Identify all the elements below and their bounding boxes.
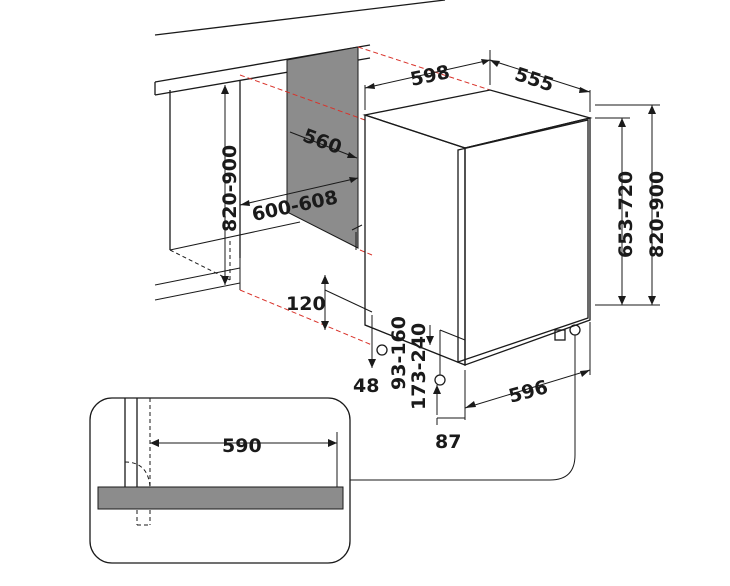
- label-plinth-range-b: 173-240: [408, 323, 430, 410]
- detail-inset: 590: [89, 397, 351, 564]
- label-plinth-range-a: 93-160: [388, 316, 410, 390]
- label-niche-depth: 555: [512, 63, 557, 96]
- label-height-right-outer: 820-900: [646, 171, 668, 258]
- front-foot-left: [376, 344, 388, 356]
- niche-back-panel: [286, 46, 359, 249]
- label-door-offset: 87: [435, 431, 461, 453]
- kitchen-cabinet-outline: [154, 0, 446, 301]
- label-niche-height-left: 820-900: [219, 145, 241, 232]
- label-appliance-width: 596: [506, 376, 550, 408]
- detail-panel: [97, 486, 344, 510]
- label-plinth-height: 120: [286, 293, 326, 315]
- arrow-heads: [150, 59, 656, 447]
- label-foot-offset: 48: [353, 375, 379, 397]
- front-foot-right: [434, 374, 446, 386]
- label-detail-width: 590: [222, 435, 262, 457]
- rear-foot: [569, 324, 581, 336]
- red-guide-lines: [239, 46, 491, 346]
- dishwasher-body: [362, 89, 593, 386]
- label-height-right-inner: 653-720: [615, 171, 637, 258]
